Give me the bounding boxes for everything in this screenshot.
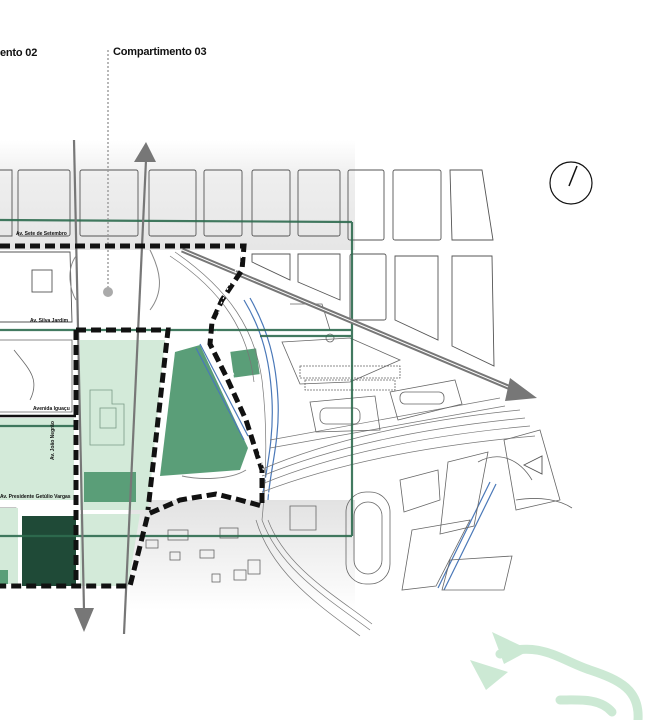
shaded-study-area [0,140,355,250]
compartment-03-marker [103,287,113,297]
flow-arrow-head-2 [470,660,508,690]
street-label-sete-de-setembro: Av. Sete de Setembro [16,231,67,237]
city-blocks-top [0,169,494,241]
compartment-03-label: Compartimento 03 [113,46,207,58]
compartment-02-label: ento 02 [0,47,38,59]
street-label-iguacu: Avenida Iguaçu [33,406,70,412]
axis-arrow-south [74,608,94,632]
green-zone-mid-small [84,472,136,502]
railway-lines [169,251,536,637]
south-district [145,429,573,591]
flow-arrow-icon [495,644,643,720]
inner-boundary-strip [215,255,271,499]
street-label-silva-jardim: Av. Silva Jardim [30,318,69,324]
station-yard [281,303,463,433]
green-zone-light-west [0,418,74,500]
green-zone-light-south [0,508,18,584]
green-park [160,345,248,476]
triangle-marker [522,455,543,475]
shaded-study-area-lower [130,500,355,610]
green-corner [0,570,8,584]
green-street-lines [0,218,354,538]
road-curves [69,249,247,479]
flow-arrow-head-1 [492,632,530,664]
street-label-joao-negrao: Av. João Negrão [50,421,56,460]
green-zone-light-central [80,340,165,510]
green-zone-light-lower [80,514,140,586]
axis-arrow-north [134,142,156,162]
street-label-getulio-vargas: Av. Presidente Getúlio Vargas [0,494,71,500]
green-square [230,348,260,378]
axis-arrows [72,139,148,635]
compartment-boundary [0,243,265,589]
north-arrow-icon [549,161,593,205]
buildings-central [89,389,125,446]
green-zone-dark [22,516,76,586]
flow-arrow-east [505,378,537,401]
